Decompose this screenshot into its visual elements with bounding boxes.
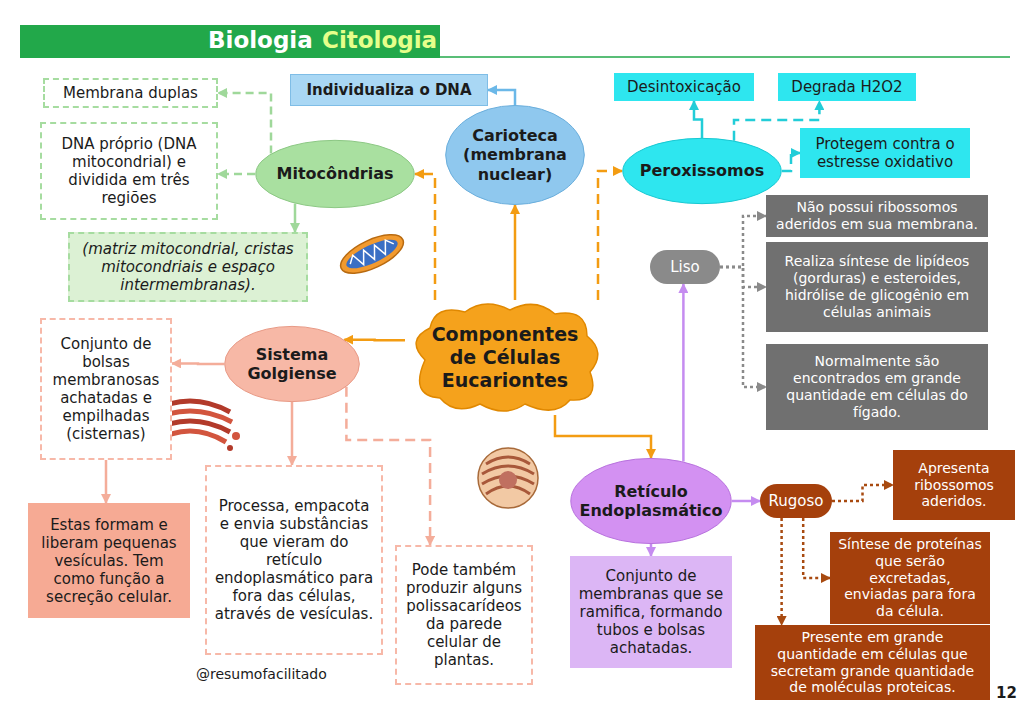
info-box: Conjunto de bolsas membranosas achatadas…: [40, 318, 172, 460]
node-text: Não possui ribossomos aderidos em sua me…: [774, 199, 980, 233]
info-box: Protegem contra o estresse oxidativo: [800, 128, 970, 178]
connector: [172, 362, 224, 365]
node-text: Componentes de Células Eucariontes: [427, 323, 583, 391]
organelle-ellipse: Sistema Golgiense: [224, 326, 360, 402]
info-box: DNA próprio (DNA mitocondrial) e dividid…: [40, 122, 218, 220]
central-cloud: Componentes de Células Eucariontes: [405, 300, 605, 415]
info-box: Presente em grande quantidade em células…: [755, 625, 990, 700]
connector: [218, 173, 255, 176]
organelle-ellipse: Peroxissomos: [622, 138, 782, 204]
info-box: Normalmente são encontrados em grande qu…: [766, 344, 988, 430]
connector: [720, 267, 766, 387]
node-text: Carioteca (membrana nuclear): [461, 126, 569, 184]
node-text: Individualiza o DNA: [306, 81, 471, 99]
connector: [682, 284, 685, 462]
node-text: Realiza síntese de lipídeos (gorduras) e…: [774, 253, 980, 320]
connector: [832, 485, 893, 501]
connector: [803, 518, 830, 578]
info-box: Conjunto de membranas que se ramifica, f…: [570, 556, 732, 668]
info-box: Degrada H2O2: [778, 73, 916, 101]
title-band: [20, 25, 440, 58]
connector: [514, 205, 517, 300]
connector: [598, 171, 622, 300]
connector: [782, 153, 800, 171]
node-text: Degrada H2O2: [791, 78, 902, 96]
node-text: DNA próprio (DNA mitocondrial) e dividid…: [48, 135, 210, 207]
organelle-ellipse: Mitocôndrias: [255, 140, 415, 208]
node-text: Conjunto de membranas que se ramifica, f…: [578, 567, 724, 657]
connector: [732, 500, 760, 503]
info-box: Estas formam e liberam pequenas vesícula…: [28, 503, 190, 618]
info-box: Não possui ribossomos aderidos em sua me…: [766, 195, 988, 237]
connector: [218, 93, 271, 154]
page-title: Biologia: [208, 27, 313, 53]
node-text: (matriz mitocondrial, cristas mitocondri…: [78, 240, 298, 294]
node-text: Rugoso: [769, 492, 824, 510]
organelle-ellipse: Retículo Endoplasmático: [570, 458, 732, 544]
info-box: Processa, empacota e envia substâncias q…: [205, 465, 383, 655]
connector: [555, 415, 651, 458]
info-box: Individualiza o DNA: [290, 74, 488, 106]
connector: [344, 338, 405, 341]
organelle-ellipse: Carioteca (membrana nuclear): [445, 105, 585, 205]
node-text: Presente em grande quantidade em células…: [761, 629, 984, 696]
node-text: Conjunto de bolsas membranosas achatadas…: [48, 335, 164, 443]
info-box: Rugoso: [760, 484, 832, 518]
node-text: Estas formam e liberam pequenas vesícula…: [36, 516, 182, 606]
connector: [694, 101, 702, 138]
node-text: Protegem contra o estresse oxidativo: [806, 135, 964, 171]
info-box: Liso: [650, 250, 720, 284]
node-text: Apresenta ribossomos aderidos.: [899, 460, 1009, 510]
node-text: Normalmente são encontrados em grande qu…: [774, 353, 980, 420]
connector: [105, 460, 108, 503]
subject-title: Citologia: [322, 27, 437, 53]
connector: [415, 174, 435, 300]
connector: [720, 216, 766, 267]
mitochondria-illustration: [335, 227, 408, 281]
watermark: @resumofacilitado: [196, 666, 327, 682]
reticulum-illustration: [478, 448, 538, 508]
node-text: Sistema Golgiense: [240, 345, 344, 383]
connector: [780, 518, 783, 625]
connector: [294, 203, 297, 232]
info-box: Membrana duplas: [43, 78, 218, 108]
connector: [291, 402, 294, 465]
info-box: Pode também produzir alguns polissacaríd…: [395, 545, 533, 685]
connector: [488, 90, 515, 105]
info-box: (matriz mitocondrial, cristas mitocondri…: [68, 232, 308, 302]
node-text: Membrana duplas: [63, 84, 198, 102]
node-text: Síntese de proteínas que serão excretada…: [836, 536, 984, 620]
info-box: Desintoxicação: [614, 73, 754, 101]
info-box: Apresenta ribossomos aderidos.: [893, 450, 1015, 520]
node-text: Peroxissomos: [640, 161, 765, 180]
info-box: Síntese de proteínas que serão excretada…: [830, 532, 990, 624]
page-number: 12: [996, 684, 1017, 702]
node-text: Liso: [670, 258, 700, 276]
node-text: Pode também produzir alguns polissacaríd…: [403, 561, 525, 669]
info-box: Realiza síntese de lipídeos (gorduras) e…: [766, 242, 988, 332]
node-text: Mitocôndrias: [276, 164, 393, 183]
node-text: Retículo Endoplasmático: [579, 482, 722, 520]
node-text: Desintoxicação: [627, 78, 741, 96]
title-rule: [440, 56, 1010, 58]
node-text: Processa, empacota e envia substâncias q…: [213, 497, 375, 623]
connector: [650, 544, 653, 556]
